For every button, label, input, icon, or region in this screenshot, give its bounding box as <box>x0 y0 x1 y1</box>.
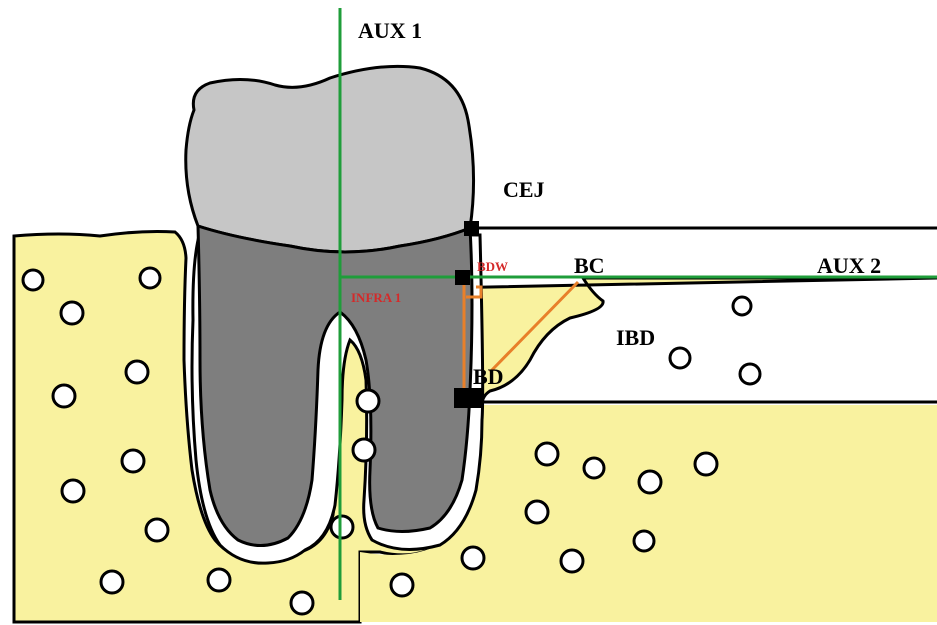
marrow-space <box>61 302 83 324</box>
marrow-space <box>291 592 313 614</box>
aux2-label: AUX 2 <box>817 253 881 278</box>
bd-marker-icon <box>454 388 482 408</box>
marrow-space <box>53 385 75 407</box>
marrow-space <box>146 519 168 541</box>
marrow-space <box>391 574 413 596</box>
aux1-label: AUX 1 <box>358 18 422 43</box>
marrow-space <box>695 453 717 475</box>
tooth-crown <box>186 66 474 252</box>
marrow-space <box>462 547 484 569</box>
marrow-space <box>23 270 43 290</box>
marrow-space <box>101 571 123 593</box>
marrow-space <box>740 364 760 384</box>
bd-label: BD <box>473 364 504 389</box>
marrow-space <box>331 516 353 538</box>
marrow-space <box>353 439 375 461</box>
marrow-space <box>357 390 379 412</box>
marrow-space <box>561 550 583 572</box>
marrow-space <box>140 268 160 288</box>
marrow-space <box>122 450 144 472</box>
marrow-space <box>733 297 751 315</box>
cej-marker-icon <box>464 221 479 236</box>
infra1-label: INFRA 1 <box>351 290 401 305</box>
marrow-space <box>62 480 84 502</box>
marrow-space <box>208 569 230 591</box>
marrow-space <box>639 471 661 493</box>
marrow-space <box>634 531 654 551</box>
bdw-marker-icon <box>455 270 470 285</box>
bdw-label: BDW <box>477 259 508 274</box>
marrow-space <box>670 348 690 368</box>
marrow-space <box>584 458 604 478</box>
cej-label: CEJ <box>503 177 545 202</box>
marrow-space <box>526 501 548 523</box>
ibd-label: IBD <box>616 325 655 350</box>
marrow-space <box>126 361 148 383</box>
marrow-space <box>536 443 558 465</box>
bc-label: BC <box>574 253 605 278</box>
